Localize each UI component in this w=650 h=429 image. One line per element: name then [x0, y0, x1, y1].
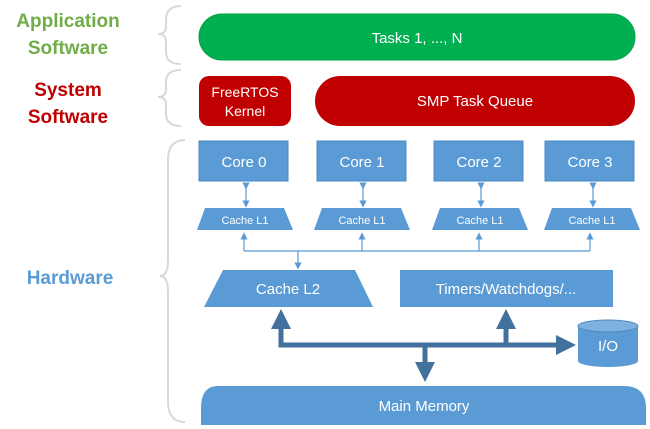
timers-block: Timers/Watchdogs/... — [400, 270, 613, 307]
core-2: Core 2 — [433, 140, 524, 182]
core-3: Core 3 — [544, 140, 635, 182]
kernel-label-line1: FreeRTOS — [211, 84, 278, 100]
tasks-label: Tasks 1, ..., N — [372, 30, 463, 47]
l1-l2-bus — [240, 232, 594, 270]
cache-l1-1-label: Cache L1 — [338, 215, 385, 227]
core-3-label: Core 3 — [567, 154, 612, 171]
bracket-system — [157, 69, 182, 127]
task-queue-label: SMP Task Queue — [417, 93, 533, 110]
io-label: I/O — [598, 338, 618, 355]
core-1-label: Core 1 — [339, 154, 384, 171]
main-memory-block: Main Memory — [201, 386, 646, 425]
cache-l1-3-label: Cache L1 — [568, 215, 615, 227]
kernel-label-line2: Kernel — [225, 103, 265, 119]
task-queue-block — [315, 76, 635, 126]
layer-label-hardware: Hardware — [27, 268, 114, 289]
cache-l1-1: Cache L1 — [314, 208, 410, 230]
layer-label-system-2: Software — [28, 107, 108, 128]
kernel-block — [199, 76, 291, 126]
core-0: Core 0 — [198, 140, 289, 182]
cache-l1-0: Cache L1 — [197, 208, 293, 230]
cache-l1-3: Cache L1 — [544, 208, 640, 230]
layer-label-application-2: Software — [28, 38, 108, 59]
cache-l1-2: Cache L1 — [432, 208, 528, 230]
cache-l2: Cache L2 — [204, 270, 373, 307]
io-block: I/O — [577, 319, 639, 367]
timers-label: Timers/Watchdogs/... — [436, 281, 577, 298]
cache-l2-label: Cache L2 — [256, 281, 320, 298]
main-bus — [271, 309, 576, 382]
main-memory-label: Main Memory — [379, 398, 470, 415]
cache-l1-2-label: Cache L1 — [456, 215, 503, 227]
core-1: Core 1 — [316, 140, 407, 182]
bus-trunk — [278, 328, 576, 355]
core-0-label: Core 0 — [221, 154, 266, 171]
layer-label-system: System — [34, 80, 102, 101]
bracket-hardware — [159, 139, 186, 423]
core-2-label: Core 2 — [456, 154, 501, 171]
tasks-block — [198, 13, 636, 61]
bracket-application — [157, 5, 182, 65]
layer-label-application: Application — [16, 11, 119, 32]
core-l1-links — [242, 182, 597, 208]
cache-l1-0-label: Cache L1 — [221, 215, 268, 227]
